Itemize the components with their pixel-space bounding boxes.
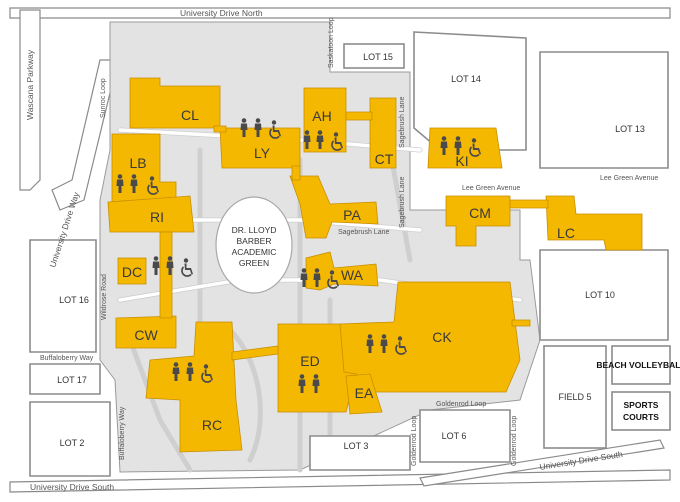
green-label-line2: BARBER <box>237 236 272 246</box>
road-label-goldenrod-loop: Goldenrod Loop <box>436 401 486 408</box>
building-label-lb: LB <box>129 155 146 171</box>
building-label-cl: CL <box>181 107 199 123</box>
connector-ah-ct <box>345 111 373 121</box>
road-label-wascana-parkway: Wascana Parkway <box>25 49 35 120</box>
road-label-buffaloberry-way: Buffaloberry Way <box>40 355 94 362</box>
green-label-line4: GREEN <box>239 258 269 268</box>
building-label-ri: RI <box>150 209 164 225</box>
lot-2[interactable] <box>29 401 111 477</box>
connector-ri-dc <box>159 231 173 319</box>
beach-volleyball-label: BEACH VOLLEYBALL <box>596 360 680 370</box>
lot-6-label: LOT 6 <box>442 431 467 441</box>
road-label-lee-green-avenue-2: Lee Green Avenue <box>462 185 520 192</box>
connector-ed-rc <box>231 345 279 361</box>
building-label-pa: PA <box>343 207 361 223</box>
building-ri[interactable] <box>107 195 195 233</box>
building-pa[interactable] <box>289 175 379 239</box>
field-5[interactable] <box>543 345 607 449</box>
lot-14-label: LOT 14 <box>451 74 481 84</box>
lot-3[interactable] <box>309 435 411 471</box>
lot-15[interactable] <box>343 43 405 69</box>
road-university-drive-north <box>9 7 671 19</box>
connector-cl-ly <box>213 125 227 133</box>
connector-cm-lc <box>509 199 549 209</box>
lot-10-label: LOT 10 <box>585 290 615 300</box>
building-cl[interactable] <box>129 77 221 129</box>
lot-13-label: LOT 13 <box>615 124 645 134</box>
road-label-sagebrush-lane-mid: Sagebrush Lane <box>338 229 389 236</box>
building-label-cw: CW <box>134 327 158 343</box>
building-ct[interactable] <box>369 97 397 169</box>
lot-2-label: LOT 2 <box>60 438 85 448</box>
connector-ly-pa <box>291 165 301 181</box>
field-5-label: FIELD 5 <box>558 392 591 402</box>
building-cw[interactable] <box>115 315 177 349</box>
road-label-sagebrush-lane-north: Sagebrush Lane <box>399 97 406 148</box>
building-label-ck: CK <box>432 329 452 345</box>
building-label-dc: DC <box>122 264 142 280</box>
building-ea[interactable] <box>345 373 383 415</box>
lot-6[interactable] <box>419 409 511 463</box>
road-label-lee-green-avenue: Lee Green Avenue <box>600 175 658 182</box>
building-lc[interactable] <box>545 195 643 251</box>
road-label-goldenrod-loop-2: Goldenrod Loop <box>411 416 418 466</box>
building-label-cm: CM <box>469 205 491 221</box>
sports-courts[interactable] <box>611 391 671 431</box>
lot-17-label: LOT 17 <box>57 375 87 385</box>
building-dc[interactable] <box>117 257 147 285</box>
building-ed[interactable] <box>277 323 357 413</box>
building-label-ly: LY <box>254 145 271 161</box>
building-label-lc: LC <box>557 225 575 241</box>
building-label-ed: ED <box>300 353 319 369</box>
road-label-saskatoon-loop: Saskatoon Loop <box>328 17 335 68</box>
building-label-ah: AH <box>312 108 331 124</box>
building-wa[interactable] <box>305 251 379 291</box>
building-label-rc: RC <box>202 417 222 433</box>
green-label-line3: ACADEMIC <box>232 247 277 257</box>
connector-ck-east <box>511 319 531 327</box>
lot-13[interactable] <box>539 51 669 169</box>
lot-15-label: LOT 15 <box>363 52 393 62</box>
road-label-buffaloberry-way-2: Buffaloberry Way <box>119 406 126 460</box>
building-rc[interactable] <box>145 321 243 453</box>
sports-courts-label-2: COURTS <box>623 412 659 422</box>
building-label-ct: CT <box>375 151 394 167</box>
lot-3-label: LOT 3 <box>344 441 369 451</box>
buildings <box>107 77 643 453</box>
road-label-sagebrush-lane-south: Sagebrush Lane <box>399 177 406 228</box>
road-label-university-drive-north: University Drive North <box>180 8 263 18</box>
building-ki[interactable] <box>427 127 503 169</box>
building-label-wa: WA <box>341 267 364 283</box>
sports-courts-label-1: SPORTS <box>624 400 659 410</box>
road-label-sunroc-loop: Sunroc Loop <box>100 78 107 118</box>
road-label-university-drive-south-bottom: University Drive South <box>30 482 114 492</box>
lot-16-label: LOT 16 <box>59 295 89 305</box>
road-label-goldenrod-loop-3: Goldenrod Loop <box>511 416 518 466</box>
lot-16[interactable] <box>29 239 97 353</box>
road-wascana-parkway <box>19 9 41 191</box>
road-university-drive-south-right <box>419 439 665 487</box>
building-label-ki: KI <box>455 153 468 169</box>
lot-17[interactable] <box>29 363 101 395</box>
academic-green <box>215 196 293 294</box>
building-label-ea: EA <box>355 385 374 401</box>
green-label-line1: DR. LLOYD <box>232 225 277 235</box>
beach-volleyball[interactable] <box>611 345 671 385</box>
road-label-wildrose-road: Wildrose Road <box>101 274 108 320</box>
